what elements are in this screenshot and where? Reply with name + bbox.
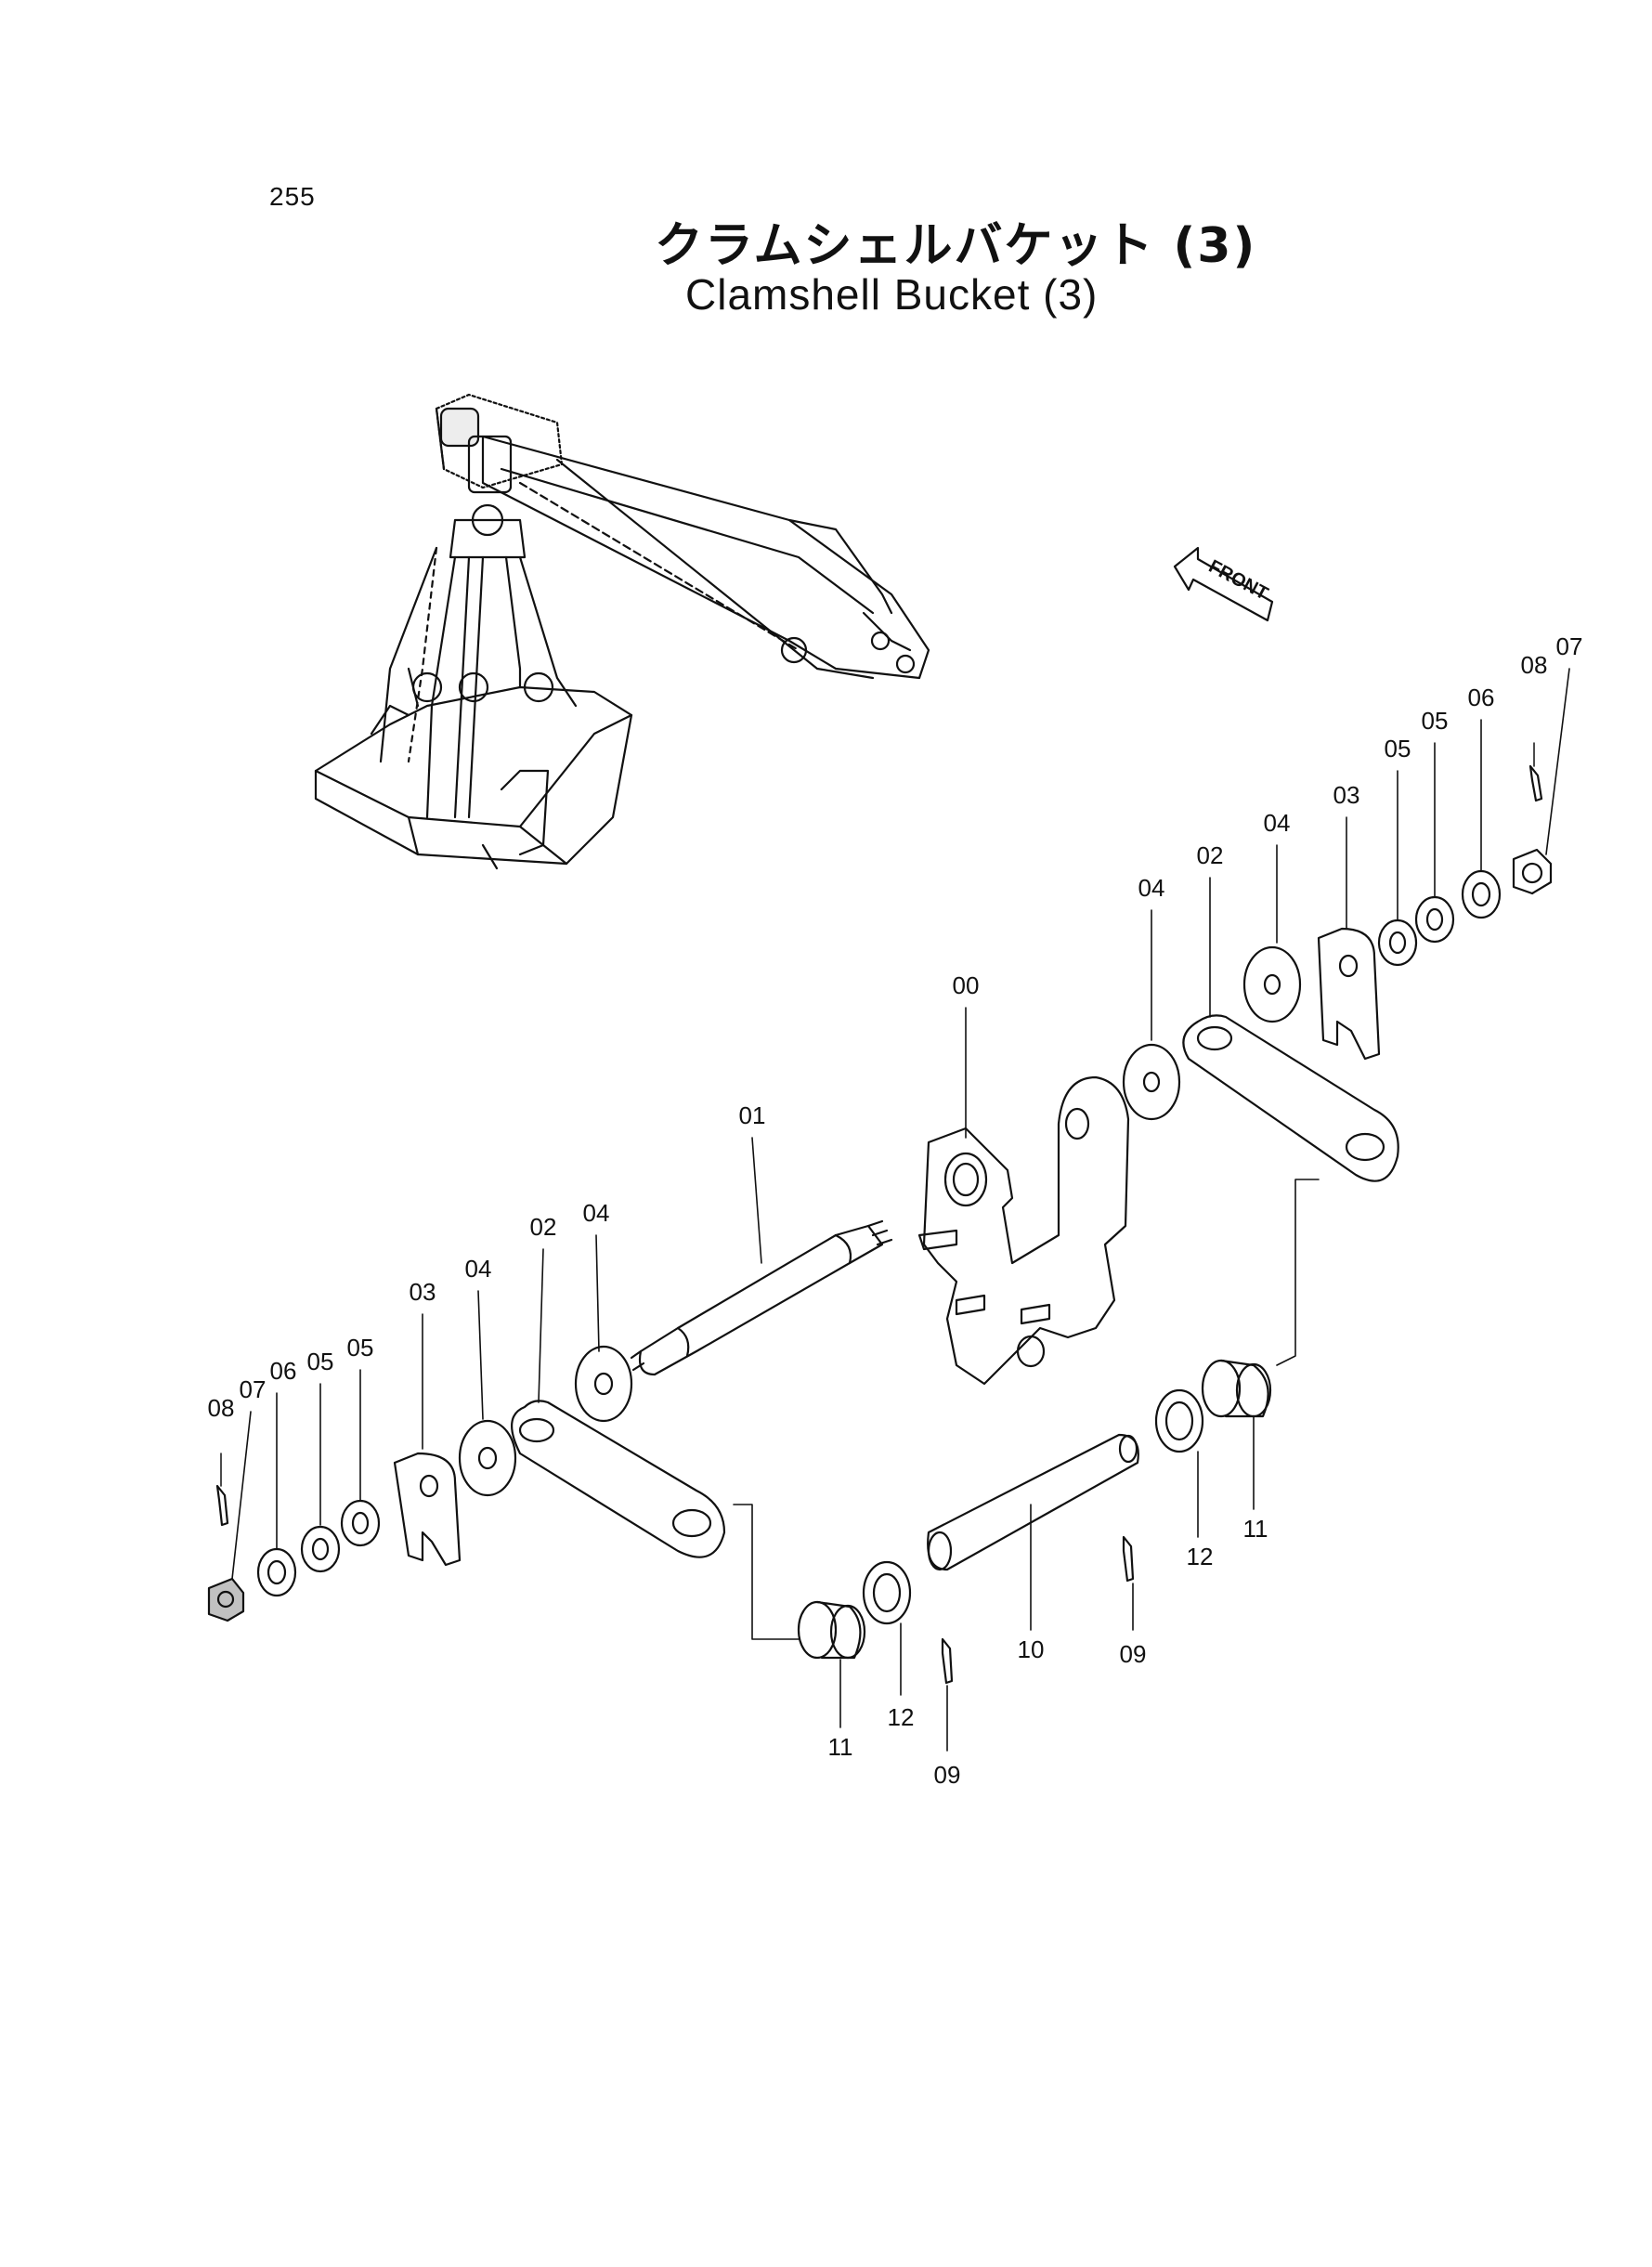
callout-10: 10 — [1018, 1635, 1045, 1663]
callout-05-upper-b: 05 — [1422, 707, 1449, 735]
callout-06-lower: 06 — [270, 1357, 297, 1385]
lower-bracket-03 — [393, 1452, 462, 1567]
callout-05-lower-a: 05 — [347, 1334, 374, 1362]
machine-overview-illustration — [314, 393, 930, 870]
upper-washer-04-a — [1122, 1043, 1181, 1121]
callout-09-right: 09 — [1120, 1640, 1147, 1668]
callout-07-upper: 07 — [1556, 632, 1583, 660]
upper-washer-05-a — [1377, 919, 1418, 967]
callout-04-lower: 04 — [465, 1255, 492, 1283]
bushing-11-left — [797, 1600, 866, 1660]
upper-washer-04-b — [1242, 945, 1302, 1023]
bushing-11-right — [1201, 1359, 1272, 1418]
lower-washer-05-a — [340, 1499, 381, 1547]
lower-pin-10 — [927, 1433, 1139, 1571]
washer-04-left-upper — [574, 1345, 633, 1423]
callout-06-upper: 06 — [1468, 684, 1495, 711]
upper-bracket-03 — [1317, 927, 1381, 1061]
callout-01: 01 — [739, 1101, 766, 1129]
washer-12-right — [1154, 1388, 1204, 1453]
callout-11-left: 11 — [828, 1733, 853, 1761]
front-direction-arrow-icon — [1173, 546, 1274, 622]
callout-03-upper: 03 — [1333, 781, 1360, 809]
callout-04-upper-a: 04 — [1138, 874, 1165, 902]
upper-cotter-pin-08 — [1528, 742, 1543, 802]
callout-09-left: 09 — [934, 1761, 961, 1789]
upper-castle-nut-07 — [1512, 848, 1553, 895]
callout-02-lower: 02 — [530, 1213, 557, 1241]
upper-washer-06 — [1461, 869, 1502, 919]
cotter-pin-09-right — [1122, 1535, 1135, 1583]
lower-washer-05-b — [300, 1525, 341, 1573]
callout-12-right: 12 — [1187, 1543, 1214, 1570]
title-japanese: クラムシェルバケット (3) — [655, 218, 1257, 274]
washer-12-left — [862, 1560, 912, 1625]
upper-washer-05-b — [1414, 895, 1455, 944]
callout-05-lower-b: 05 — [307, 1348, 334, 1375]
lower-washer-06 — [256, 1547, 297, 1597]
lower-link-plate-02 — [511, 1400, 726, 1558]
callout-07-lower: 07 — [240, 1375, 267, 1403]
callout-04-upper-b: 04 — [1264, 809, 1291, 837]
lower-washer-04 — [458, 1419, 517, 1497]
lower-cotter-pin-08 — [215, 1453, 229, 1527]
callout-11-right: 11 — [1243, 1515, 1268, 1543]
upper-link-plate-02 — [1182, 1014, 1399, 1182]
cotter-pin-09-left — [941, 1637, 954, 1685]
page-number: 255 — [269, 182, 316, 211]
callout-12-left: 12 — [888, 1703, 915, 1731]
lower-castle-nut-07 — [207, 1577, 245, 1622]
callout-02-upper: 02 — [1197, 841, 1224, 869]
callout-04-mid: 04 — [583, 1199, 610, 1227]
callout-03-lower: 03 — [410, 1278, 436, 1306]
title-english: Clamshell Bucket (3) — [685, 270, 1099, 319]
main-pin-01 — [630, 1219, 893, 1376]
callout-08-lower: 08 — [208, 1394, 235, 1422]
callout-00: 00 — [953, 971, 980, 999]
bucket-bracket-00 — [917, 1075, 1130, 1386]
front-label: FRONT — [1205, 556, 1271, 605]
callout-08-upper: 08 — [1521, 651, 1548, 679]
callout-05-upper-a: 05 — [1385, 735, 1411, 762]
